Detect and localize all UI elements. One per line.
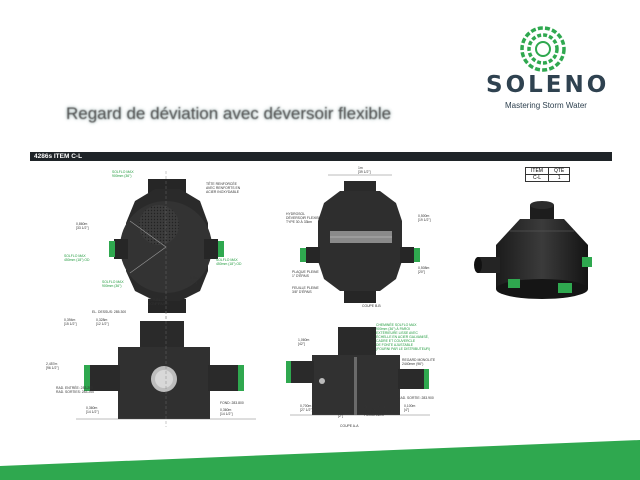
- label-dim-a1: 0,394m[15 1/2"]: [64, 318, 77, 326]
- label-dim-c2: 0,700m[27 1/2"]: [300, 404, 313, 412]
- item-quantity-table: ITEM QTÉ C-L 1: [525, 167, 571, 182]
- footer-green-stripe: [0, 440, 640, 480]
- brand-tagline: Mastering Storm Water: [505, 101, 587, 110]
- table-cell-qty: 1: [547, 174, 571, 182]
- label-dim-b2: 0,360m[14 1/2"]: [220, 408, 233, 416]
- label-dim-right1: 0,500m[19 1/2"]: [418, 214, 431, 222]
- soleno-logo: SOLENO Mastering Storm Water: [486, 26, 606, 110]
- label-rad-sortie: RAD. SORTIE: 283.900: [398, 396, 434, 400]
- manhole-3d-render: [474, 201, 592, 299]
- table-row: C-L 1: [525, 174, 571, 182]
- label-coupe-bb: COUPE B-B: [362, 304, 381, 308]
- brand-name: SOLENO: [486, 72, 610, 98]
- label-dim-c3: 0,051m[2"]: [338, 410, 349, 418]
- label-dim-c1: 1,060m[42"]: [298, 338, 309, 346]
- label-el-dessus: EL. DESSUS: 285.300: [92, 310, 126, 314]
- label-dim-top-mid: 1m[39 1/2"]: [358, 166, 371, 174]
- slide-title: Regard de déviation avec déversoir flexi…: [66, 104, 392, 123]
- elevation-view: [76, 311, 256, 427]
- label-coupe-aa: COUPE A-A: [340, 424, 359, 428]
- label-dim-left: 0,860m[33 1/2"]: [76, 222, 89, 230]
- label-dim-height: 2,457m[96 1/2"]: [46, 362, 59, 370]
- label-dim-right2: 0,508m[20"]: [418, 266, 429, 274]
- label-dim-c4: 0,100m[4"]: [404, 404, 415, 412]
- plan-view: [109, 171, 224, 323]
- soleno-logo-mark-icon: [520, 26, 566, 72]
- label-fond: FOND: 283.800: [220, 401, 244, 405]
- label-dim-a2: 0,328m[12 1/2"]: [96, 318, 109, 326]
- label-dim-b1: 0,360m[14 1/2"]: [86, 406, 99, 414]
- drawing-item-code: 4286s ITEM C-L: [34, 153, 83, 160]
- label-dim-bottom: 0,380m[15"]: [190, 276, 201, 284]
- section-aa-view: [286, 327, 430, 416]
- drawing-header-bar: 4286s ITEM C-L: [30, 152, 612, 161]
- section-bb-view: [300, 174, 420, 303]
